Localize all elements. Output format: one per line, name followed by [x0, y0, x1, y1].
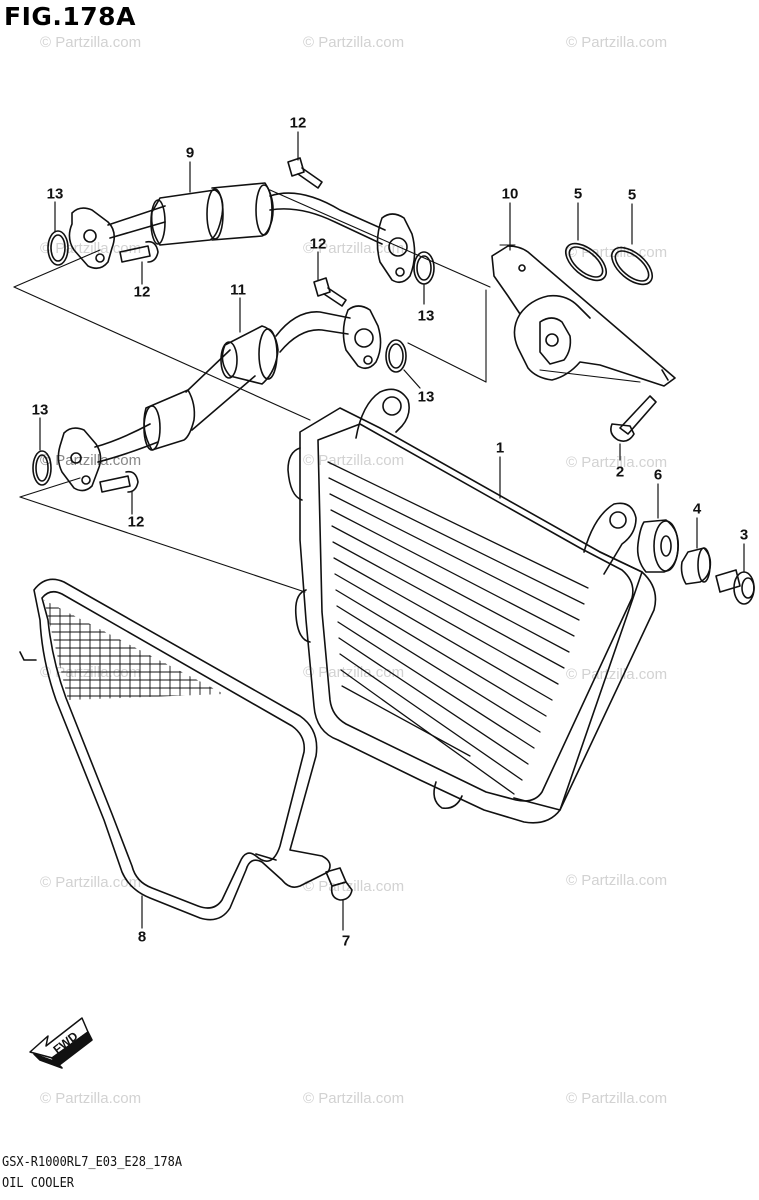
collar — [680, 547, 712, 585]
gasket-group — [565, 242, 653, 286]
callout-5: 5 — [573, 185, 583, 203]
watermark: © Partzilla.com — [303, 452, 405, 469]
callout-12: 12 — [133, 283, 151, 301]
grommet — [636, 519, 680, 573]
watermark: © Partzilla.com — [40, 664, 142, 681]
watermark: © Partzilla.com — [40, 34, 142, 51]
o-ring-group — [32, 230, 435, 486]
bolt-2 — [610, 395, 657, 442]
watermark: © Partzilla.com — [303, 34, 405, 51]
upper-oil-hose — [68, 182, 416, 284]
guard-mesh — [44, 600, 224, 700]
callout-9: 9 — [185, 144, 195, 162]
lower-oil-hose — [57, 305, 382, 492]
callout-13: 13 — [31, 401, 49, 419]
flange-bolt-3 — [715, 569, 755, 605]
callout-13: 13 — [417, 388, 435, 406]
figure-title: FIG.178A — [4, 2, 136, 31]
section-name: OIL COOLER — [2, 1176, 75, 1191]
callout-11: 11 — [230, 281, 246, 299]
callout-8: 8 — [137, 928, 147, 946]
watermark: © Partzilla.com — [566, 1090, 668, 1107]
watermark: © Partzilla.com — [40, 1090, 142, 1107]
callout-10: 10 — [501, 185, 519, 203]
watermark: © Partzilla.com — [566, 666, 668, 683]
callout-12: 12 — [289, 114, 307, 132]
bolt-12-group — [99, 157, 347, 493]
callout-7: 7 — [341, 932, 351, 950]
watermark: © Partzilla.com — [566, 872, 668, 889]
cooler-fins — [327, 461, 589, 795]
oil-cooler — [287, 388, 657, 824]
callout-1: 1 — [495, 439, 505, 457]
callout-4: 4 — [692, 500, 702, 518]
watermark: © Partzilla.com — [303, 1090, 405, 1107]
watermark: © Partzilla.com — [40, 874, 142, 891]
watermark: © Partzilla.com — [566, 34, 668, 51]
bolt-7 — [325, 867, 353, 901]
forward-arrow-icon: FWD — [29, 1017, 93, 1069]
leader-lines — [39, 131, 745, 931]
callout-6: 6 — [653, 466, 663, 484]
watermark: © Partzilla.com — [566, 454, 668, 471]
model-code: GSX-R1000RL7_E03_E28_178A — [2, 1155, 183, 1170]
guide-lines — [13, 189, 641, 593]
callout-12: 12 — [127, 513, 145, 531]
oil-cooler-guard — [19, 578, 331, 921]
oil-cooler-bracket — [491, 245, 676, 387]
callout-2: 2 — [615, 463, 625, 481]
callout-13: 13 — [46, 185, 64, 203]
callout-5: 5 — [627, 186, 637, 204]
callout-13: 13 — [417, 307, 435, 325]
watermark: © Partzilla.com — [303, 878, 405, 895]
callout-3: 3 — [739, 526, 749, 544]
callout-12: 12 — [309, 235, 327, 253]
